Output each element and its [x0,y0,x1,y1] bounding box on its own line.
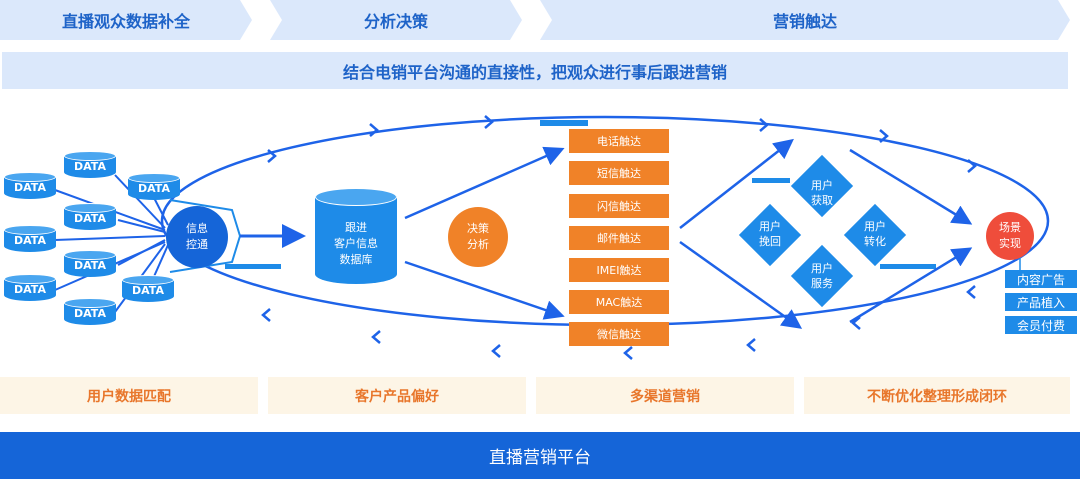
scene-node: 场景 实现 [986,212,1034,260]
highlight-bar [752,178,790,183]
data-source-cylinder: DATA [64,203,116,233]
cycle-to-scene-arrow [849,247,973,324]
header-step-2: 分析决策 [270,0,522,40]
source-link [114,174,166,229]
highlight-bar [225,264,281,269]
customer-database: 跟进 客户信息 数据库 [315,188,397,288]
source-link [54,235,166,241]
channel-wechat: 微信触达 [569,322,669,346]
channel-mac: MAC触达 [569,290,669,314]
channel-sms: 短信触达 [569,161,669,185]
db-to-channels-arrow [404,146,565,220]
channels-to-cycle-arrow [679,138,794,229]
db-to-channels-arrow [404,260,565,320]
platform-footer: 直播营销平台 [0,432,1080,479]
data-source-cylinder: DATA [64,151,116,181]
channel-imei: IMEI触达 [569,258,669,282]
header-step-1: 直播观众数据补全 [0,0,252,40]
header-step-3: 营销触达 [540,0,1070,40]
data-source-cylinder: DATA [4,172,56,202]
data-source-cylinder: DATA [64,250,116,280]
channel-email: 邮件触达 [569,226,669,250]
stage-user-data-match: 用户数据匹配 [0,377,258,414]
channel-flash-sms: 闪信触达 [569,194,669,218]
strategy-banner: 结合电销平台沟通的直接性，把观众进行事后跟进营销 [2,52,1068,89]
label-service: 用户 服务 [811,262,833,290]
channel-phone: 电话触达 [569,129,669,153]
data-source-cylinder: DATA [4,274,56,304]
data-source-cylinder: DATA [64,298,116,328]
stage-closed-loop: 不断优化整理形成闭环 [804,377,1070,414]
stage-product-preference: 客户产品偏好 [268,377,526,414]
data-source-cylinder: DATA [128,173,180,203]
loop-chevron [369,123,379,137]
highlight-bar [880,264,936,269]
info-control-hub: 信息 控通 [166,206,228,268]
loop-chevron [491,344,501,358]
tag-product-placement: 产品植入 [1005,293,1077,311]
loop-chevron [371,330,381,344]
database-label: 跟进 客户信息 数据库 [334,221,378,266]
loop-chevron [267,149,277,163]
tag-content-ads: 内容广告 [1005,270,1077,288]
data-source-cylinder: DATA [4,225,56,255]
loop-chevron [966,285,976,299]
channels-to-cycle-arrow [679,240,803,329]
loop-chevron [759,118,769,132]
tag-membership: 会员付费 [1005,316,1077,334]
loop-chevron [967,159,977,173]
loop-chevron [851,316,861,330]
loop-chevron [746,338,756,352]
loop-chevron [261,308,271,322]
source-link [117,219,166,233]
stage-multichannel: 多渠道营销 [536,377,794,414]
label-recall: 用户 挽回 [759,220,781,248]
cycle-to-scene-arrow [849,148,973,225]
loop-chevron [623,346,633,360]
label-convert: 用户 转化 [864,220,886,248]
highlight-bar [540,120,588,126]
label-acquire: 用户 获取 [811,179,833,207]
data-source-cylinder: DATA [122,275,174,305]
decision-analysis-node: 决策 分析 [448,207,508,267]
loop-chevron [484,115,494,129]
loop-chevron [879,129,889,143]
